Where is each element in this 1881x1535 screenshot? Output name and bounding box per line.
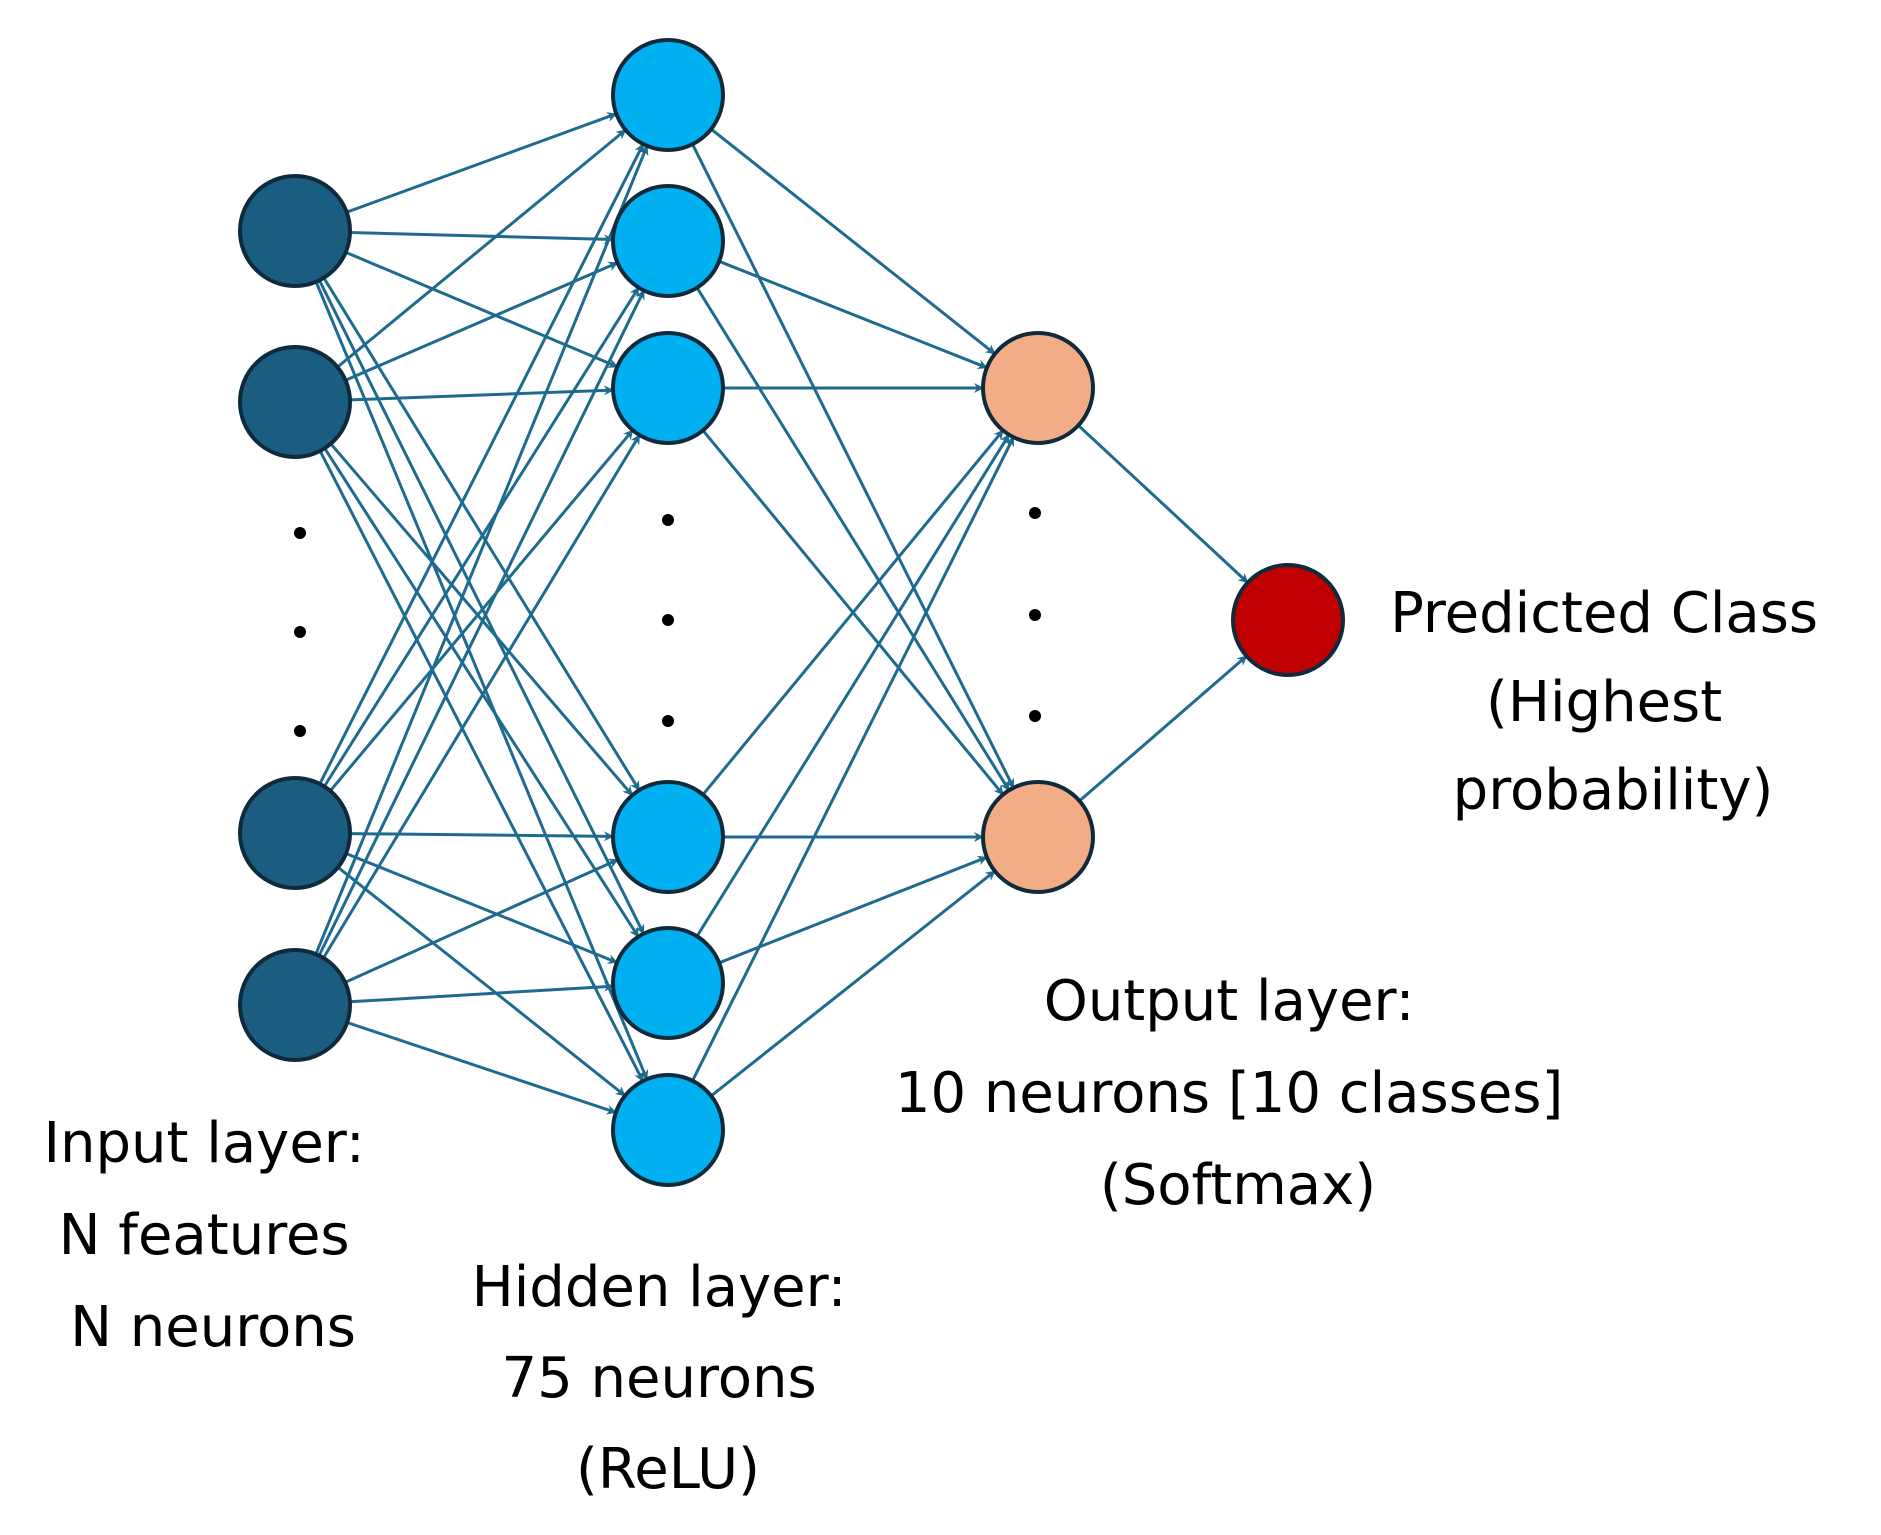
- hidden-neuron: [611, 1073, 725, 1187]
- ellipsis-dot: [294, 725, 306, 737]
- neurons: [238, 38, 1345, 1187]
- hidden-layer-label-line: Hidden layer:: [472, 1255, 847, 1320]
- predicted-class-label-line: (Highest: [1486, 670, 1722, 735]
- connection-hidden-output: [710, 869, 996, 1098]
- predicted-neuron: [1231, 563, 1345, 677]
- connection-input-hidden: [344, 858, 619, 984]
- ellipsis-dot: [1029, 507, 1041, 519]
- input-layer-label: Input layer: N features N neurons: [44, 1111, 383, 1360]
- connection-input-hidden: [323, 286, 640, 788]
- connection-hidden-output: [718, 259, 988, 370]
- output-layer-label-line: 10 neurons [10 classes]: [895, 1061, 1563, 1126]
- connection-input-hidden: [349, 981, 615, 1004]
- connection-input-hidden: [314, 144, 649, 955]
- hidden-layer-label: Hidden layer: 75 neurons (ReLU): [472, 1255, 865, 1502]
- input-neuron: [238, 776, 352, 890]
- ellipsis-dot: [662, 614, 674, 626]
- hidden-neuron: [611, 184, 725, 298]
- ellipsis-dot: [294, 626, 306, 638]
- ellipsis-hidden: [662, 514, 674, 727]
- connection-hidden-output: [701, 429, 1005, 796]
- ellipsis-output: [1029, 507, 1041, 722]
- ellipsis-dot: [294, 527, 306, 539]
- predicted-class-label-line: Predicted Class: [1390, 581, 1818, 646]
- hidden-layer-label-line: (ReLU): [576, 1437, 760, 1502]
- input-neuron: [238, 174, 352, 288]
- connection-input-hidden: [314, 281, 649, 1081]
- output-neuron: [981, 780, 1095, 894]
- ellipsis-dot: [662, 514, 674, 526]
- output-layer-label-line: Output layer:: [1044, 969, 1415, 1034]
- connection-input-hidden: [318, 143, 645, 785]
- connection-hidden-output: [695, 286, 1011, 792]
- hidden-neuron: [611, 331, 725, 445]
- ellipsis-dot: [1029, 710, 1041, 722]
- connection-input-hidden: [322, 434, 641, 959]
- input-neuron: [238, 345, 352, 459]
- input-neuron: [238, 948, 352, 1062]
- connection-input-hidden: [349, 831, 614, 842]
- connection-input-hidden: [318, 279, 645, 935]
- input-layer-label-line: Input layer:: [44, 1111, 365, 1176]
- connection-input-hidden: [323, 447, 640, 938]
- connection-input-hidden: [317, 289, 646, 957]
- connection-input-hidden: [346, 1021, 617, 1115]
- predicted-class-label-line: probability): [1453, 758, 1774, 823]
- connection-input-hidden: [337, 866, 626, 1097]
- output-layer-label-line: (Softmax): [1100, 1153, 1376, 1218]
- hidden-layer-label-line: 75 neurons: [501, 1346, 816, 1411]
- connection-input-hidden: [349, 385, 614, 402]
- connections: [314, 112, 1249, 1115]
- input-layer-label-line: N neurons: [70, 1295, 356, 1360]
- connection-input-hidden: [318, 450, 645, 1082]
- connection-input-hidden: [336, 128, 627, 369]
- output-layer-label: Output layer: 10 neurons [10 classes] (S…: [895, 969, 1581, 1218]
- output-neuron: [981, 331, 1095, 445]
- connection-hidden-output: [695, 433, 1011, 938]
- input-layer-label-line: N features: [59, 1203, 350, 1268]
- connection-input-hidden: [345, 250, 619, 369]
- connection-input-hidden: [329, 429, 634, 792]
- connection-input-hidden: [346, 112, 618, 214]
- connection-hidden-output: [718, 855, 988, 965]
- hidden-neuron: [611, 38, 725, 152]
- connection-input-hidden: [345, 852, 618, 964]
- connection-input-hidden: [322, 277, 641, 792]
- ellipsis-input: [294, 527, 306, 737]
- ellipsis-dot: [1029, 609, 1041, 621]
- connection-hidden-output: [691, 143, 1015, 789]
- connection-hidden-output: [691, 436, 1015, 1082]
- connection-output-predicted: [1077, 424, 1249, 584]
- connection-hidden-output: [710, 127, 996, 356]
- hidden-neuron: [611, 780, 725, 894]
- connection-output-predicted: [1078, 654, 1248, 803]
- ellipsis-dot: [662, 715, 674, 727]
- hidden-neuron: [611, 926, 725, 1040]
- connection-input-hidden: [329, 442, 634, 797]
- predicted-class-label: Predicted Class (Highest probability): [1390, 581, 1836, 823]
- connection-input-hidden: [349, 231, 614, 245]
